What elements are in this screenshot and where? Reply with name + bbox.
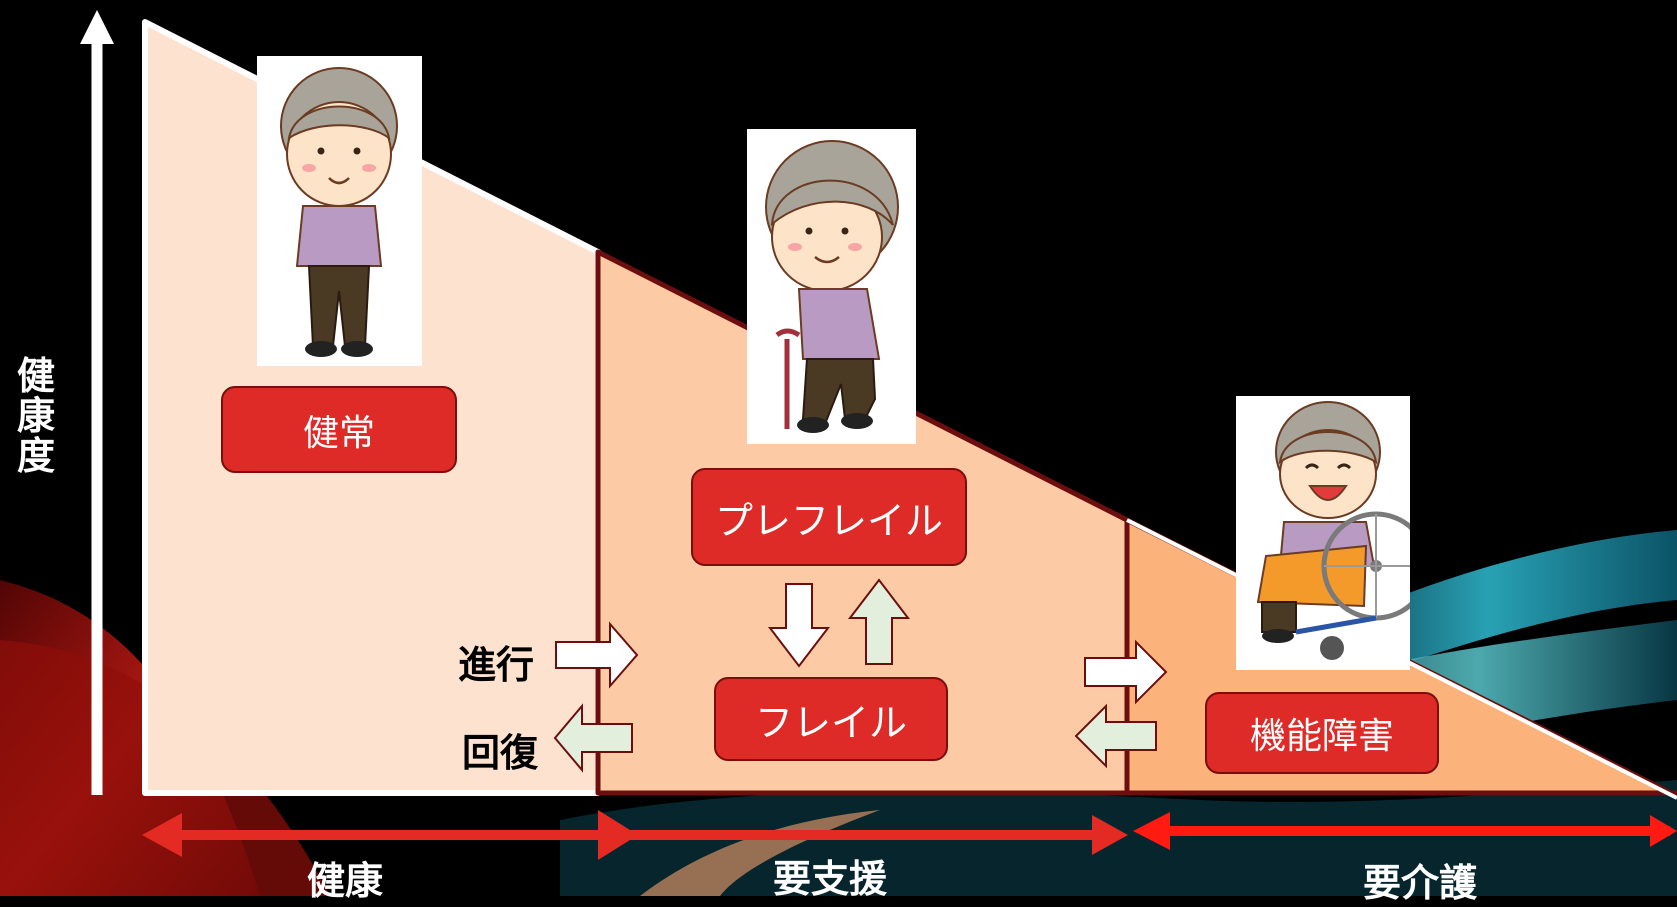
elderly-woman-standing-icon (257, 56, 422, 366)
recovery-label: 回復 (462, 731, 539, 775)
y-axis-label: 健 康 度 (14, 356, 58, 476)
elderly-woman-walking-with-cane-icon (747, 129, 916, 444)
progress-label: 進行 (458, 643, 535, 687)
recovery-arrow-from-care (1074, 703, 1157, 769)
stage-label-healthy: 健康 (306, 859, 383, 903)
elderly-woman-in-wheelchair-icon (1236, 396, 1431, 670)
stage-label-care: 要介護 (1362, 861, 1477, 905)
status-frail: フレイル (714, 677, 948, 761)
progress-arrow-to-care (1084, 639, 1168, 705)
status-prefrail: プレフレイル (691, 468, 967, 566)
progress-arrow (555, 621, 639, 689)
y-axis-char-2: 康 (16, 394, 55, 438)
down-arrow-to-frail (767, 583, 831, 668)
stage-arrow-care (1133, 812, 1677, 850)
y-axis-char-3: 度 (16, 434, 55, 478)
recovery-arrow (553, 703, 633, 773)
stage-arrow-support (618, 815, 1128, 855)
status-normal: 健常 (221, 386, 457, 473)
y-axis-arrow (80, 10, 114, 795)
stage-label-support: 要支援 (772, 857, 887, 901)
status-disability: 機能障害 (1205, 692, 1439, 774)
y-axis-char-1: 健 (16, 354, 55, 398)
up-arrow-to-prefrail (847, 578, 911, 665)
